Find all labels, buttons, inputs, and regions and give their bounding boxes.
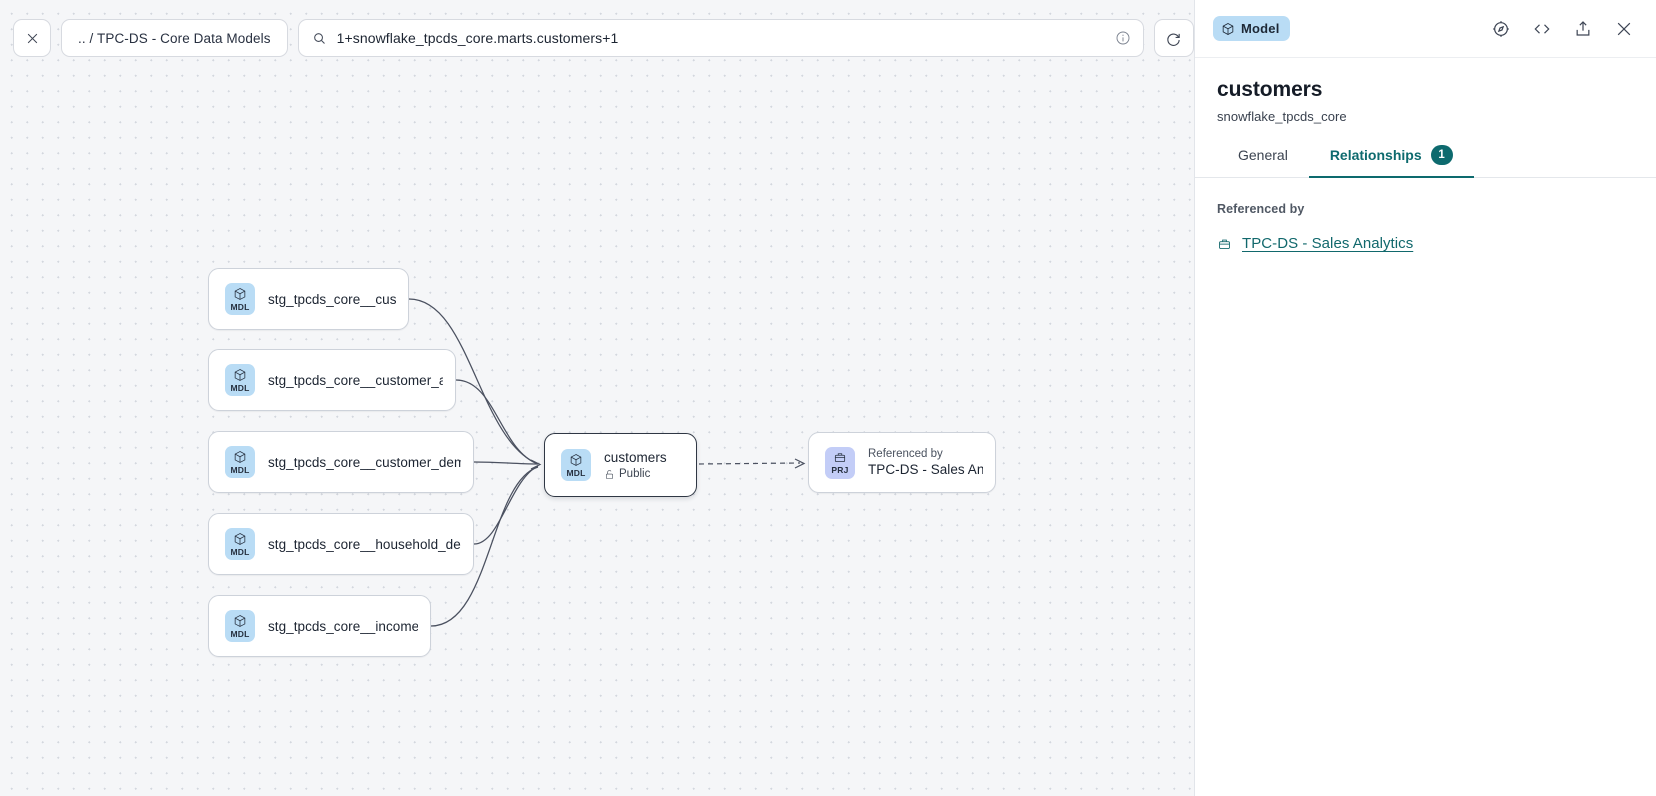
model-badge-label: MDL	[230, 629, 249, 639]
model-type-chip[interactable]: Model	[1213, 16, 1290, 41]
model-badge: MDL	[225, 283, 255, 315]
node-visibility-label: Public	[619, 468, 650, 480]
info-icon[interactable]	[1115, 30, 1131, 46]
project-badge: PRJ	[825, 447, 855, 479]
project-icon	[1217, 236, 1232, 251]
graph-node[interactable]: MDL stg_tpcds_core__household_demogr…	[208, 513, 474, 575]
node-title: TPC-DS - Sales Analytics	[868, 462, 983, 477]
model-badge-label: MDL	[566, 468, 585, 478]
cube-icon	[233, 450, 247, 464]
model-type-chip-label: Model	[1241, 21, 1280, 36]
model-badge-label: MDL	[230, 547, 249, 557]
node-body: customers Public	[604, 450, 679, 480]
close-icon[interactable]	[1614, 19, 1634, 39]
model-badge-label: MDL	[230, 302, 249, 312]
node-title: stg_tpcds_core__customer_demogra…	[268, 455, 461, 470]
cube-icon	[569, 453, 583, 467]
model-badge: MDL	[225, 610, 255, 642]
cube-icon	[1221, 22, 1235, 36]
refresh-button[interactable]	[1154, 19, 1194, 57]
tab-label: Relationships	[1330, 147, 1422, 163]
graph-node[interactable]: MDL stg_tpcds_core__customer_demogra…	[208, 431, 474, 493]
referenced-by-label: Referenced by	[1217, 202, 1634, 216]
close-icon	[25, 31, 40, 46]
model-badge-label: MDL	[230, 465, 249, 475]
breadcrumb-button[interactable]: .. / TPC-DS - Core Data Models	[61, 19, 288, 57]
panel-header: Model	[1195, 0, 1656, 58]
search-icon	[312, 31, 327, 46]
close-lineage-button[interactable]	[13, 19, 51, 57]
node-title: stg_tpcds_core__customer_address	[268, 373, 443, 388]
node-body: Referenced by TPC-DS - Sales Analytics	[868, 448, 995, 477]
node-visibility: Public	[604, 468, 667, 480]
unlock-icon	[604, 469, 615, 480]
project-badge-label: PRJ	[831, 465, 848, 475]
graph-node[interactable]: MDL stg_tpcds_core__customer	[208, 268, 409, 330]
referenced-by-link[interactable]: TPC-DS - Sales Analytics	[1242, 235, 1413, 252]
node-title: customers	[604, 450, 667, 465]
tab-general[interactable]: General	[1217, 145, 1309, 178]
node-body: stg_tpcds_core__income_band	[268, 619, 430, 634]
referenced-by-item[interactable]: TPC-DS - Sales Analytics	[1217, 235, 1634, 252]
tab-count-badge: 1	[1431, 145, 1453, 165]
cube-icon	[233, 614, 247, 628]
search-input[interactable]: 1+snowflake_tpcds_core.marts.customers+1	[337, 30, 1105, 46]
model-badge-label: MDL	[230, 383, 249, 393]
lineage-canvas[interactable]: MDL stg_tpcds_core__customerMDL stg_tpcds_…	[0, 0, 1194, 796]
canvas-toolbar: .. / TPC-DS - Core Data Models 1+snowfla…	[13, 19, 1194, 57]
panel-tabs: General Relationships 1	[1195, 145, 1656, 178]
project-icon	[833, 450, 847, 464]
node-body: stg_tpcds_core__customer_demogra…	[268, 455, 473, 470]
tab-relationships[interactable]: Relationships 1	[1309, 145, 1474, 178]
graph-node-customers[interactable]: MDL customers Public	[544, 433, 697, 497]
node-title: stg_tpcds_core__income_band	[268, 619, 418, 634]
share-icon[interactable]	[1573, 19, 1593, 39]
details-panel: Model	[1194, 0, 1656, 796]
graph-node[interactable]: MDL stg_tpcds_core__income_band	[208, 595, 431, 657]
cube-icon	[233, 368, 247, 382]
panel-action-buttons	[1491, 19, 1634, 39]
panel-title-block: customers snowflake_tpcds_core	[1195, 58, 1656, 124]
node-body: stg_tpcds_core__customer	[268, 292, 408, 307]
cube-icon	[233, 287, 247, 301]
node-eyebrow: Referenced by	[868, 448, 983, 460]
code-icon[interactable]	[1532, 19, 1552, 39]
refresh-icon	[1165, 30, 1182, 47]
model-badge: MDL	[225, 364, 255, 396]
tab-label: General	[1238, 147, 1288, 163]
referenced-by-list: TPC-DS - Sales Analytics	[1217, 235, 1634, 252]
search-field[interactable]: 1+snowflake_tpcds_core.marts.customers+1	[298, 19, 1144, 57]
cube-icon	[233, 532, 247, 546]
node-body: stg_tpcds_core__customer_address	[268, 373, 455, 388]
page-subtitle: snowflake_tpcds_core	[1217, 109, 1634, 124]
page-title: customers	[1217, 78, 1634, 102]
model-badge: MDL	[225, 446, 255, 478]
graph-node-project[interactable]: PRJ Referenced by TPC-DS - Sales Analyti…	[808, 432, 996, 493]
panel-content: Referenced by TPC-DS - Sales Analytics	[1195, 178, 1656, 252]
explore-icon[interactable]	[1491, 19, 1511, 39]
node-title: stg_tpcds_core__customer	[268, 292, 396, 307]
node-title: stg_tpcds_core__household_demogr…	[268, 537, 461, 552]
node-body: stg_tpcds_core__household_demogr…	[268, 537, 473, 552]
model-badge: MDL	[561, 449, 591, 481]
graph-nodes: MDL stg_tpcds_core__customerMDL stg_tpcds_…	[0, 0, 1194, 796]
graph-node[interactable]: MDL stg_tpcds_core__customer_address	[208, 349, 456, 411]
model-badge: MDL	[225, 528, 255, 560]
